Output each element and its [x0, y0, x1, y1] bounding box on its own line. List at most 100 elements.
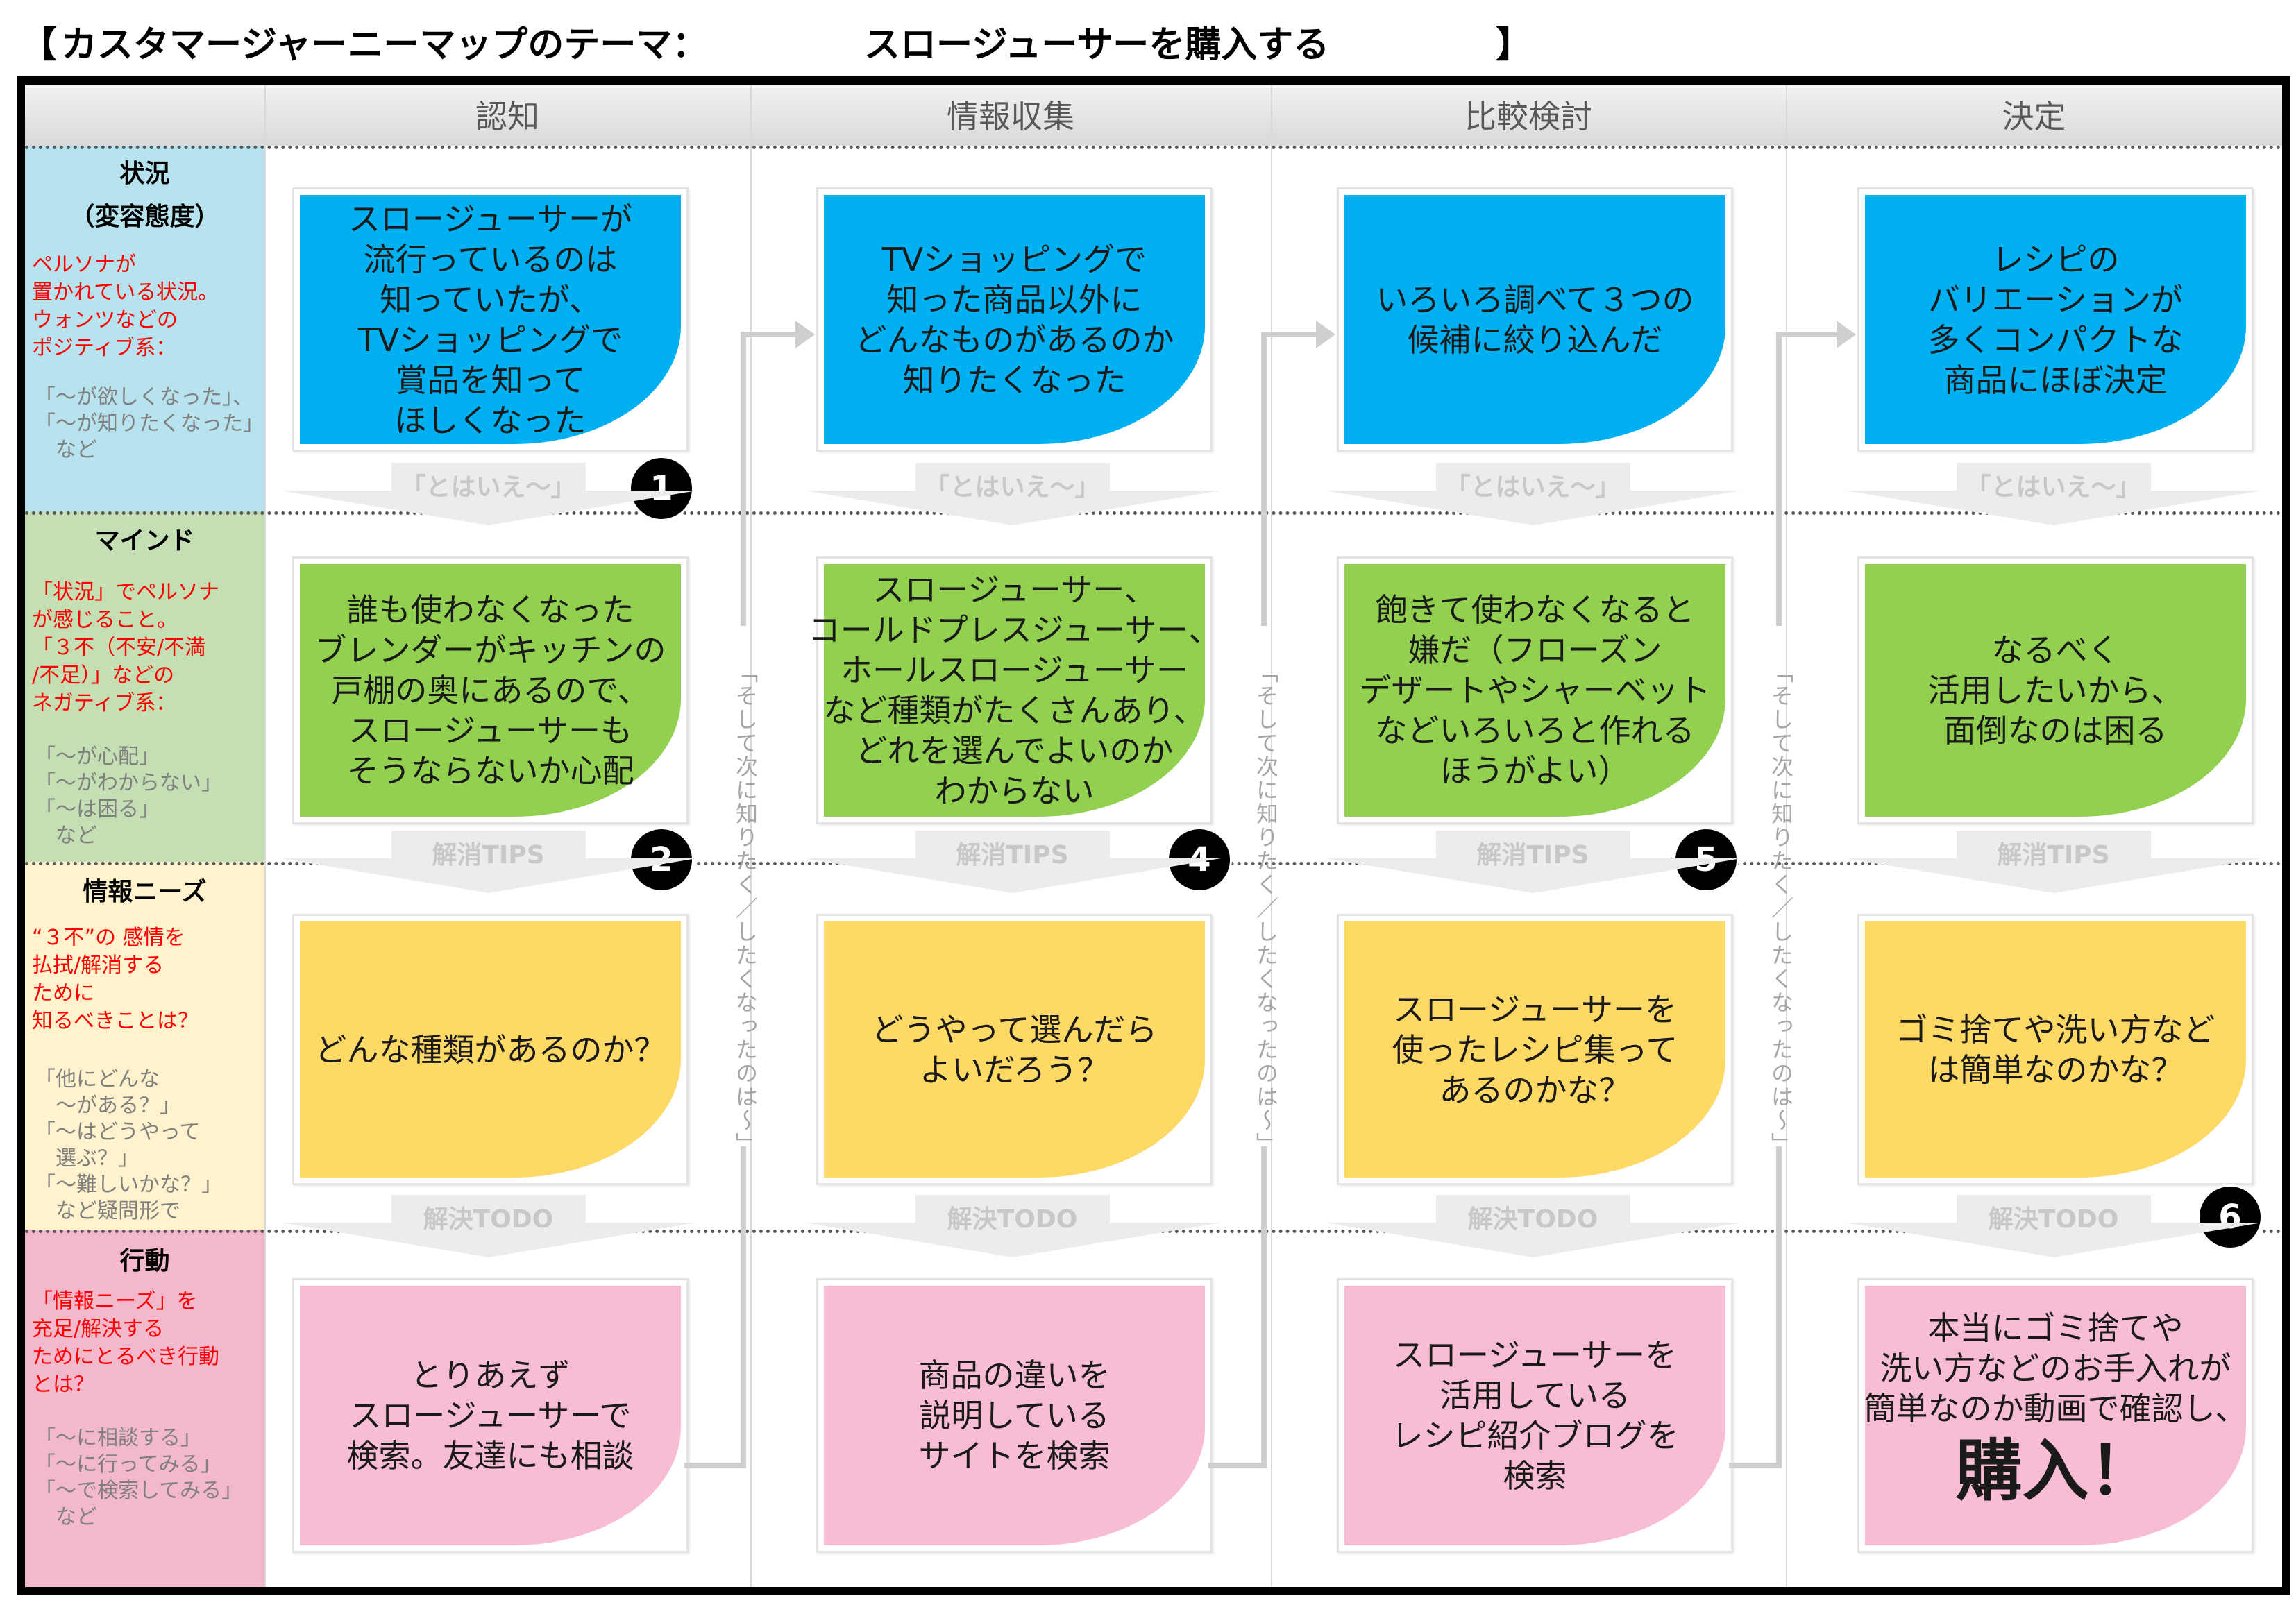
sticky-note-text: どんな種類があるのか？	[314, 1030, 666, 1069]
sticky-note-fill	[824, 921, 1205, 1178]
down-arrow-icon	[1324, 831, 1741, 893]
column-flow-connectors	[684, 321, 1856, 1468]
transition-label: 解決TODO	[423, 1205, 554, 1234]
purchase-emphasis: 購入！	[1955, 1432, 2156, 1510]
down-arrow-icon	[804, 1195, 1221, 1257]
down-arrow-icon	[1324, 1195, 1741, 1257]
sticky-note-mind-2: スロージューサー、 コールドプレスジューサー、 ホールスロージューサー など種類…	[809, 556, 1220, 824]
sticky-note-fill	[1344, 1286, 1725, 1545]
row-title-situation: 状況 （変容態度）	[69, 160, 220, 231]
row-examples-mind: 「～が心配」 「～がわからない」 「～は困る」 など	[35, 745, 222, 848]
sticky-note-action-2: 商品の違いを 説明している サイトを検索	[816, 1278, 1213, 1553]
title-theme-value: スロージューサーを購入する	[864, 24, 1330, 66]
transition-arrow: 解消TIPS	[280, 831, 697, 893]
down-arrow-icon	[280, 1195, 697, 1257]
sticky-note-text: スロージューサーを 使ったレシピ集って あるのかな？	[1392, 990, 1678, 1109]
column-divider	[1271, 85, 1272, 1587]
sticky-note-text: ゴミ捨てや洗い方など は簡単なのかな？	[1896, 1010, 2215, 1089]
row-desc-situation: ペルソナが 置かれている状況。 ウォンツなどの ポジティブ系：	[32, 253, 219, 360]
flow-connector-line	[1729, 332, 1840, 1468]
title-bracket-open: 【	[21, 24, 58, 66]
sticky-note-text: 誰も使わなくなった ブレンダーがキッチンの 戸棚の奥にあるので、 スロージューサ…	[314, 591, 666, 790]
sticky-note-text: なるべく 活用したいから、 面倒なのは困る	[1927, 631, 2184, 749]
transition-arrow: 「とはいえ～」	[1324, 463, 1741, 525]
down-arrow-icon	[280, 463, 697, 525]
transition-arrow: 解決TODO	[1324, 1195, 1741, 1257]
sticky-note-fill	[824, 195, 1205, 444]
sticky-note-fill	[1865, 564, 2246, 817]
next-column-note: 「そして次に知りたく／したくなったのは～」	[732, 661, 759, 1156]
transition-arrow: 解消TIPS	[804, 831, 1221, 893]
transition-label: 解決TODO	[947, 1205, 1078, 1234]
sticky-note-fill	[300, 195, 681, 444]
transition-arrow: 解消TIPS	[1845, 831, 2262, 893]
sticky-note-fill	[1344, 921, 1725, 1178]
sticky-note-action-3: スロージューサーを 活用している レシピ紹介ブログを 検索	[1337, 1278, 1733, 1553]
transition-label: 解消TIPS	[1997, 841, 2110, 869]
sticky-note-text: 本当にゴミ捨てや 洗い方などのお手入れが 簡単なのか動画で確認し、購入！	[1859, 1280, 2252, 1551]
step-number-badge: 1	[629, 456, 694, 521]
row-desc-needs: “３不”の 感情を 払拭/解消する ために 知るべきことは？	[32, 926, 199, 1033]
row-label-needs	[25, 862, 264, 1230]
column-header-comparison: 比較検討	[1464, 98, 1592, 135]
sticky-note-fill	[1865, 1286, 2246, 1545]
title-bracket-close: 】	[1496, 24, 1533, 66]
transition-arrow: 解消TIPS	[1324, 831, 1741, 893]
transition-arrow: 「とはいえ～」	[280, 463, 697, 525]
sticky-note-text: 飽きて使わなくなると 嫌だ（フローズン デザートやシャーベット などいろいろと作…	[1359, 591, 1711, 790]
row-desc-mind: 「状況」でペルソナ が感じること。 「３不（不安/不満 /不足）」などの ネガテ…	[32, 580, 219, 715]
flow-connector-line	[1208, 332, 1319, 1468]
column-header-info-gathering: 情報収集	[947, 98, 1074, 135]
sticky-note-text: どうやって選んだら よいだろう？	[871, 1010, 1158, 1089]
sticky-note-fill	[300, 921, 681, 1178]
transition-arrow: 「とはいえ～」	[804, 463, 1221, 525]
sticky-note-needs-1: どんな種類があるのか？	[292, 914, 689, 1185]
row-label-mind	[25, 511, 264, 862]
sticky-note-text: いろいろ調べて３つの 候補に絞り込んだ	[1376, 280, 1694, 359]
title-theme-label: カスタマージャーニーマップのテーマ：	[61, 24, 709, 66]
sticky-note-fill	[1865, 195, 2246, 444]
sticky-note-needs-2: どうやって選んだら よいだろう？	[816, 914, 1213, 1185]
transition-label: 解消TIPS	[956, 841, 1069, 869]
down-arrow-icon	[1845, 463, 2262, 525]
column-header-decision: 決定	[2002, 98, 2066, 135]
sticky-note-text: スロージューサーを 活用している レシピ紹介ブログを 検索	[1391, 1336, 1679, 1495]
down-arrow-icon	[280, 831, 697, 893]
column-divider	[750, 85, 752, 1587]
transition-label: 「とはいえ～」	[400, 473, 576, 502]
row-examples-needs: 「他にどんな ～がある？」 「～はどうやって 選ぶ？」 「～難しいかな？」 など…	[35, 1067, 222, 1223]
sticky-note-text: TVショッピングで 知った商品以外に どんなものがあるのか 知りたくなった	[854, 240, 1174, 399]
journey-map-frame: 認知 情報収集 比較検討 決定 状況 （変容態度） ペルソナが 置かれている状況…	[17, 76, 2290, 1595]
sticky-note-mind-3: 飽きて使わなくなると 嫌だ（フローズン デザートやシャーベット などいろいろと作…	[1337, 556, 1733, 824]
column-divider	[1786, 85, 1787, 1587]
transition-label: 「とはいえ～」	[1966, 473, 2141, 502]
down-arrow-icon	[804, 831, 1221, 893]
column-header-bar	[25, 85, 2282, 146]
sticky-note-fill	[1344, 564, 1725, 817]
transition-label: 「とはいえ～」	[925, 473, 1100, 502]
sticky-note-text: スロージューサーが 流行っているのは 知っていたが、 TVショッピングで 賞品を…	[348, 200, 632, 439]
row-examples-situation: 「～が欲しくなった」、 「～が知りたくなった」 など	[35, 385, 264, 462]
sticky-note-fill	[824, 564, 1205, 817]
transition-label: 解決TODO	[1988, 1205, 2119, 1234]
sticky-note-needs-4: ゴミ捨てや洗い方など は簡単なのかな？	[1857, 914, 2254, 1185]
sticky-note-mind-1: 誰も使わなくなった ブレンダーがキッチンの 戸棚の奥にあるので、 スロージューサ…	[292, 556, 689, 824]
sticky-note-text: レシピの バリエーションが 多くコンパクトな 商品にほぼ決定	[1927, 240, 2184, 399]
down-arrow-icon	[1324, 463, 1741, 525]
row-title-needs: 情報ニーズ	[83, 878, 207, 906]
sticky-note-text: 本当にゴミ捨てや 洗い方などのお手入れが 簡単なのか動画で確認し、	[1864, 1309, 2247, 1427]
transition-label: 解消TIPS	[1476, 841, 1589, 869]
sticky-note-action-1: とりあえず スロージューサーで 検索。友達にも相談	[292, 1278, 689, 1553]
row-examples-action: 「～に相談する」 「～に行ってみる」 「～で検索してみる」 など	[35, 1426, 243, 1529]
flow-connector-line	[684, 332, 799, 1468]
column-divider	[264, 85, 266, 1587]
next-column-note: 「そして次に知りたく／したくなったのは～」	[1768, 661, 1794, 1156]
sticky-note-fill	[1344, 195, 1725, 444]
transition-label: 解決TODO	[1467, 1205, 1598, 1234]
sticky-note-fill	[824, 1286, 1205, 1545]
sticky-note-fill	[300, 564, 681, 817]
transition-arrow: 解決TODO	[804, 1195, 1221, 1257]
row-separator	[25, 146, 2282, 149]
step-number-badge: 6	[2197, 1184, 2263, 1250]
sticky-note-action-4: 本当にゴミ捨てや 洗い方などのお手入れが 簡単なのか動画で確認し、購入！	[1857, 1278, 2254, 1553]
